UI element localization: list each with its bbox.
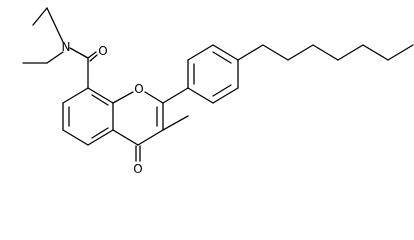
bond-octyl-1 <box>237 44 264 61</box>
bond-ethyl1-ch2 <box>46 7 64 43</box>
bond-octyl-7 <box>387 44 414 61</box>
bond-c8-c8a <box>87 87 114 104</box>
octyl-chain <box>237 44 414 61</box>
amide-oxygen-label: O <box>98 44 107 58</box>
bond-ethyl1-ch3 <box>32 7 48 26</box>
amide-nitrogen-label: N <box>62 40 71 54</box>
benzo-ring <box>62 87 114 146</box>
bond-n-carbonyl <box>69 47 89 59</box>
bond-carbonyl-o-1 <box>87 51 97 59</box>
bond-octyl-5 <box>337 44 364 61</box>
bond-octyl-2 <box>262 44 289 61</box>
bond-c8a-o1 <box>112 91 134 104</box>
bond-c8-c8a-inner <box>91 94 109 106</box>
bond-ph3-ph4 <box>212 44 239 61</box>
ketone-oxygen-label: O <box>133 162 142 176</box>
atom-labels: N O O O <box>62 40 144 176</box>
bond-c4a-c5-inner <box>91 127 109 139</box>
bond-ethyl2-ch2 <box>46 51 64 64</box>
bond-ph6-ph1 <box>187 87 214 104</box>
bond-ph5-ph6-inner <box>212 84 232 97</box>
bond-c3-methyl <box>162 115 189 131</box>
bond-ph2-ph3 <box>187 44 214 61</box>
bond-octyl-4 <box>312 44 339 61</box>
bond-c4a-c5 <box>87 129 114 146</box>
bond-carbonyl-o-2 <box>89 54 98 62</box>
bond-ph3-ph4-inner <box>212 51 232 64</box>
diethyl-groups <box>22 7 64 64</box>
bond-octyl-3 <box>287 44 314 61</box>
chemical-structure-diagram: N O O O <box>22 7 414 176</box>
bond-c3-c4 <box>137 129 164 146</box>
pyranone-ring <box>112 91 189 162</box>
bond-c4-c4a <box>112 129 139 146</box>
bond-o1-c2 <box>144 91 164 104</box>
phenyl-ring <box>162 44 239 104</box>
bond-ph5-ph6 <box>212 87 239 104</box>
amide-group <box>69 47 98 89</box>
ring-oxygen-label: O <box>134 82 143 96</box>
bond-octyl-6 <box>362 44 389 61</box>
bond-c2-phenyl <box>162 87 189 104</box>
bond-c5-c6 <box>62 129 89 146</box>
bond-c7-c8 <box>62 87 89 104</box>
